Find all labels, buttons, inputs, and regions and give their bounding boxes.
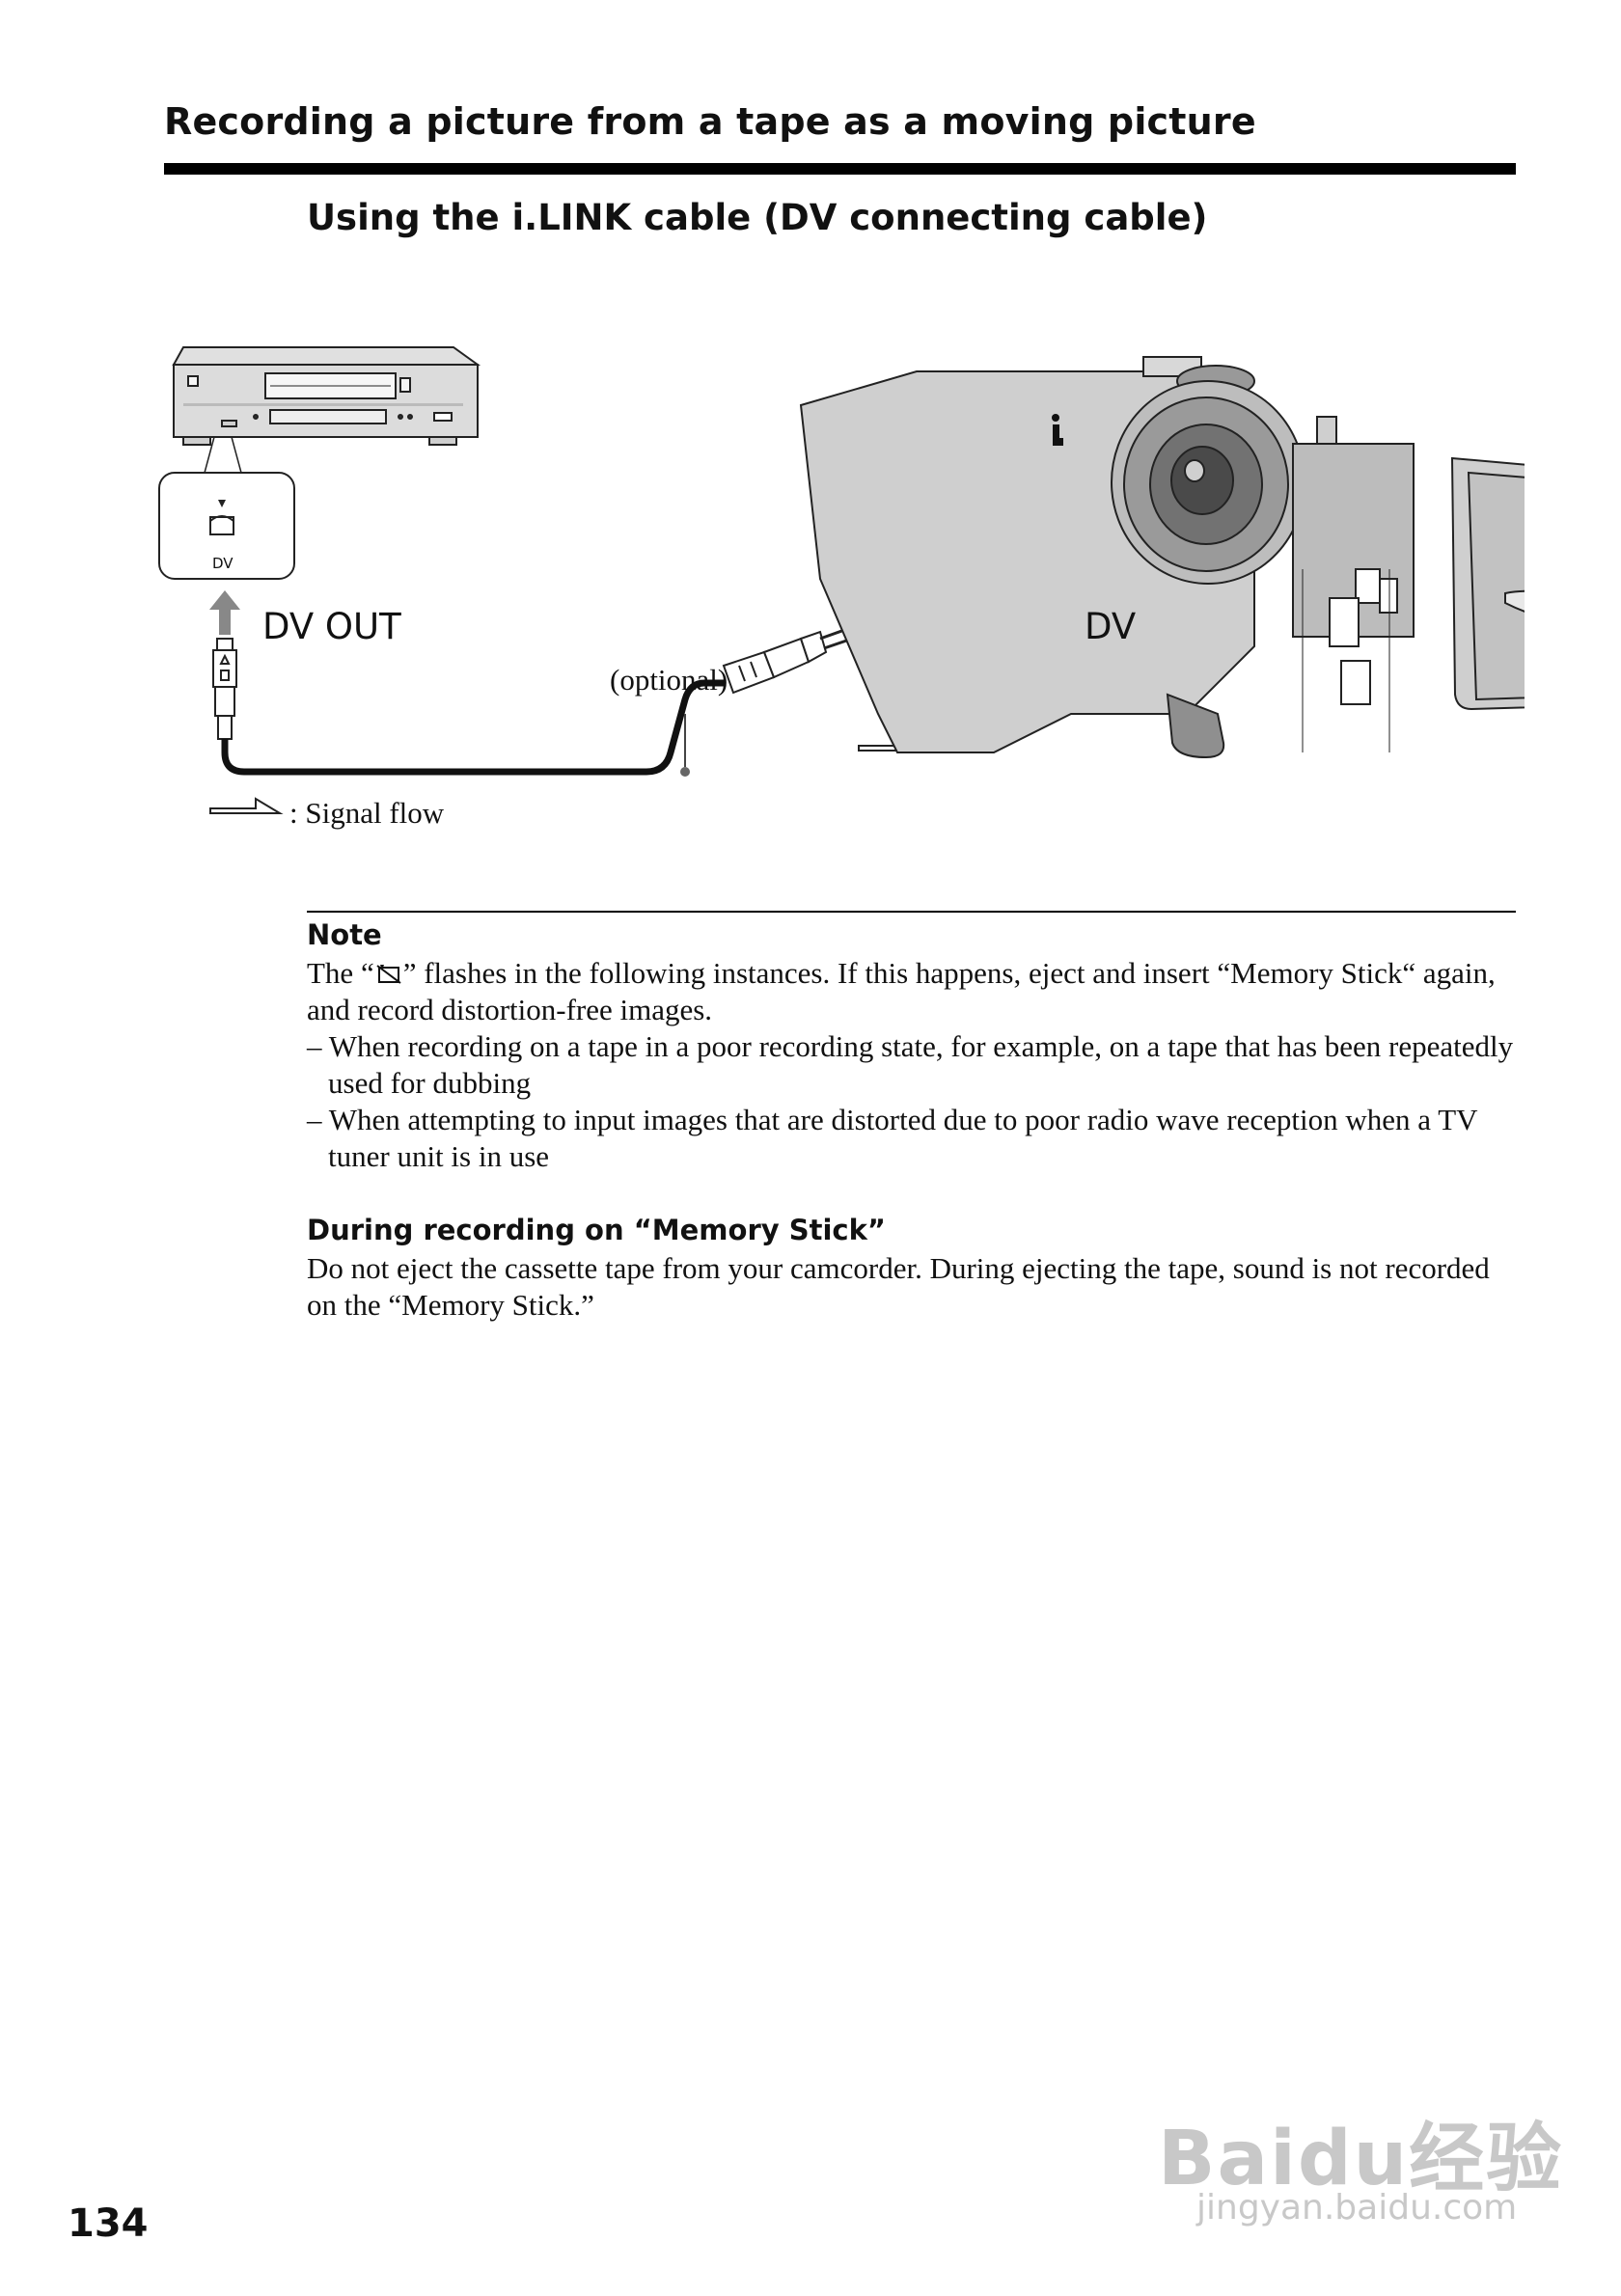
ilink-icon bbox=[1052, 414, 1063, 446]
memory-stick-body: Do not eject the cassette tape from your… bbox=[307, 1251, 1490, 1322]
signal-up-arrow bbox=[209, 590, 240, 635]
camcorder-dv-plug bbox=[722, 621, 865, 695]
camcorder-illustration bbox=[799, 356, 1621, 759]
vcr-dv-plug bbox=[212, 638, 237, 740]
signal-flow-label: : Signal flow bbox=[289, 796, 445, 830]
note-intro-before-icon: The “ bbox=[307, 956, 374, 990]
memory-stick-warning-icon bbox=[376, 965, 401, 984]
note-intro-after-icon: ” flashes in the following instances. If… bbox=[307, 956, 1496, 1026]
heading-rule bbox=[164, 163, 1516, 175]
page-heading: Recording a picture from a tape as a mov… bbox=[164, 100, 1256, 143]
dv-out-label: DV OUT bbox=[262, 606, 401, 647]
note-intro: The “” flashes in the following instance… bbox=[307, 955, 1523, 1028]
page-number: 134 bbox=[68, 2201, 149, 2246]
connection-diagram: DV DV OUT DV (optional) : Signal flow bbox=[145, 328, 1621, 839]
note-rule bbox=[307, 911, 1516, 913]
signal-flow-legend-icon bbox=[209, 797, 284, 814]
note-heading: Note bbox=[307, 918, 382, 951]
vcr-illustration bbox=[172, 346, 481, 446]
dv-jack-callout bbox=[158, 472, 295, 580]
watermark-url: jingyan.baidu.com bbox=[1196, 2188, 1518, 2228]
cable-optional-label: (optional) bbox=[610, 663, 728, 697]
dv-cable bbox=[221, 679, 724, 776]
vcr-jack-label: DV bbox=[212, 555, 234, 572]
note-item-dubbing: – When recording on a tape in a poor rec… bbox=[307, 1029, 1514, 1100]
camcorder-dv-label: DV bbox=[1085, 606, 1137, 647]
note-item-tv-tuner: – When attempting to input images that a… bbox=[307, 1103, 1477, 1173]
watermark-logo-text: Baidu经验 bbox=[1158, 2116, 1564, 2202]
section-subheading: Using the i.LINK cable (DV connecting ca… bbox=[307, 197, 1208, 238]
memory-stick-heading: During recording on “Memory Stick” bbox=[307, 1214, 886, 1246]
